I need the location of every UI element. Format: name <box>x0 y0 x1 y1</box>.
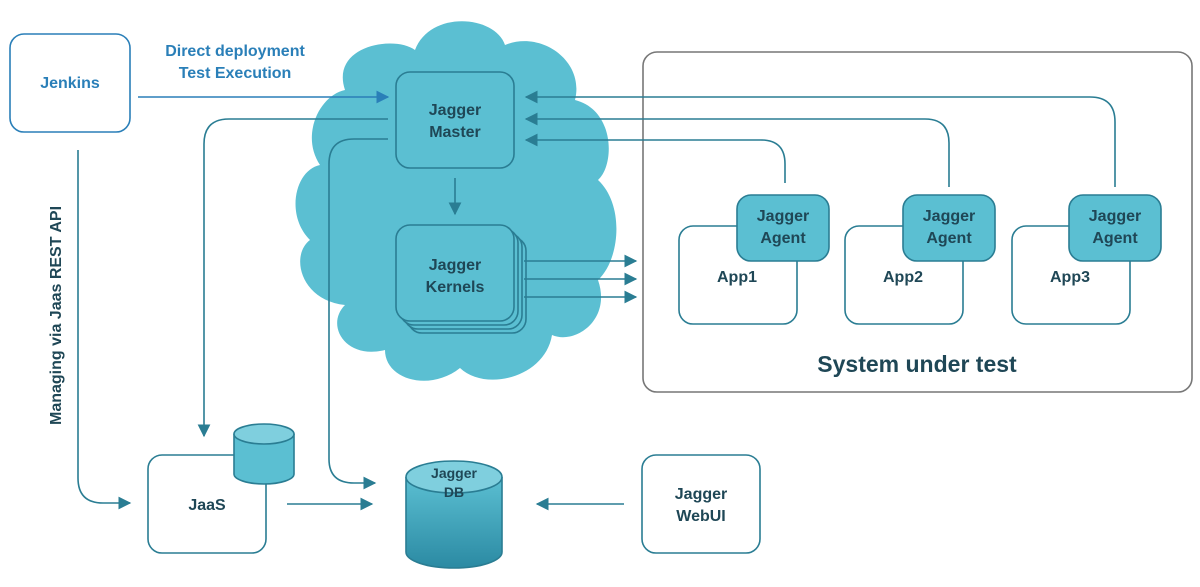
master-to-jaas-arrow <box>197 118 388 438</box>
system-under-test-label: System under test <box>817 351 1017 377</box>
kernels-label-line1: Jagger <box>429 257 481 274</box>
webui-label-line2: WebUI <box>676 508 725 525</box>
jenkins-node[interactable]: Jenkins <box>9 33 131 133</box>
agent2-label-line1: Jagger <box>923 208 975 225</box>
agent2-to-master-arrow <box>524 112 950 187</box>
webui-label-line1: Jagger <box>675 486 727 503</box>
rest-api-label: Managing via Jaas REST API <box>48 206 65 425</box>
jenkins-label: Jenkins <box>40 75 100 92</box>
agent3-to-master-arrow <box>524 90 1116 187</box>
system-under-test-frame <box>642 51 1193 393</box>
jaas-node[interactable]: JaaS <box>147 454 267 554</box>
jaas-database-icon <box>233 423 295 485</box>
kernels-label-line2: Kernels <box>426 279 485 296</box>
agent2-label-line2: Agent <box>926 230 972 247</box>
agent1-to-master-arrow <box>524 133 786 183</box>
agent2-node[interactable]: Jagger Agent <box>902 194 996 262</box>
agent1-label-line2: Agent <box>760 230 806 247</box>
jenkins-to-jaas-arrow <box>77 150 132 510</box>
agent1-node[interactable]: Jagger Agent <box>736 194 830 262</box>
master-to-db-arrow <box>328 138 388 490</box>
master-label-line2: Master <box>429 124 481 141</box>
test-execution-label: Test Execution <box>179 65 292 82</box>
jagger-kernels-node[interactable]: Jagger Kernels <box>395 224 527 334</box>
db-label-line2: DB <box>444 484 464 500</box>
agent1-label-line1: Jagger <box>757 208 809 225</box>
app2-label: App2 <box>883 269 923 286</box>
jagger-db-node[interactable]: Jagger DB <box>405 460 503 569</box>
master-label-line1: Jagger <box>429 102 481 119</box>
jaas-label: JaaS <box>188 497 226 514</box>
app1-label: App1 <box>717 269 757 286</box>
jagger-cloud <box>295 21 617 381</box>
jagger-master-node[interactable]: Jagger Master <box>395 71 515 169</box>
agent3-label-line1: Jagger <box>1089 208 1141 225</box>
db-label-line1: Jagger <box>431 465 477 481</box>
direct-deployment-label: Direct deployment <box>165 43 305 60</box>
agent3-node[interactable]: Jagger Agent <box>1068 194 1162 262</box>
app3-label: App3 <box>1050 269 1090 286</box>
agent3-label-line2: Agent <box>1092 230 1138 247</box>
jagger-webui-node[interactable]: Jagger WebUI <box>641 454 761 554</box>
